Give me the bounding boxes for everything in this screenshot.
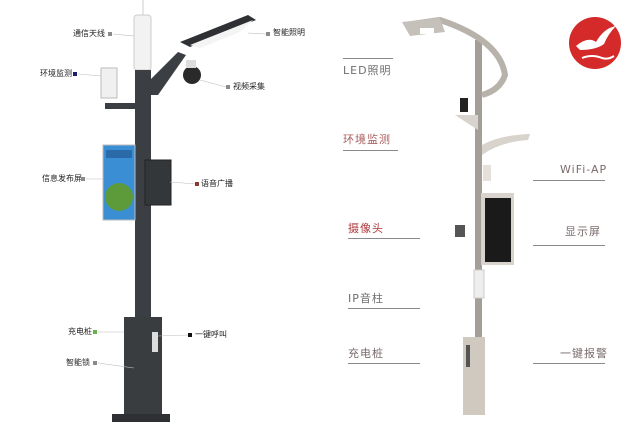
leader-line [533,180,605,181]
env-sensor [460,98,468,112]
label-environment: 环境监测 [40,69,72,78]
label-camera: 摄像头 [348,222,384,235]
label-one-key-alarm: 一键报警 [560,347,608,360]
led-lamp-arm [404,16,509,98]
label-broadcast: 语音广播 [201,179,233,188]
lamp-head [180,15,256,47]
label-marker [195,182,199,186]
label-marker [93,330,97,334]
small-lamp [482,134,530,155]
leader-line [343,150,398,151]
camera [455,225,465,237]
label-marker [93,361,97,365]
label-smart-lock: 智能锁 [66,358,90,367]
label-marker [266,32,270,36]
label-info-screen: 信息发布屏 [42,174,82,183]
leader-line [348,363,420,364]
pole-shaft [475,40,482,340]
label-video: 视频采集 [233,82,265,91]
label-charger: 充电桩 [68,327,92,336]
label-one-key-call: 一键呼叫 [195,330,227,339]
leader-line [533,363,605,364]
sensor-arm [105,103,137,109]
label-wifi-ap: WiFi-AP [560,163,608,176]
lamp-arm [150,52,186,95]
display-screen [485,198,511,262]
pole-shaft [135,70,151,320]
left-smart-pole [100,0,256,422]
speaker-box [144,159,172,206]
environment-sensor [100,67,118,99]
label-display: 显示屏 [565,225,601,238]
wifi-ap [483,165,491,181]
label-led-lighting: LED照明 [343,64,392,77]
label-marker [73,72,77,76]
leader-line [348,238,420,239]
label-environment-right: 环境监测 [343,133,391,146]
label-smart-lighting: 智能照明 [273,28,305,37]
right-smart-pole [402,16,530,415]
label-marker [108,32,112,36]
leader-line [348,308,420,309]
label-charger-right: 充电桩 [348,347,384,360]
label-marker [81,177,85,181]
camera-dome [183,66,201,84]
ip-speaker [473,269,485,299]
label-marker [226,85,230,89]
label-marker [188,333,192,337]
label-antenna: 通信天线 [73,29,105,38]
label-ip-speaker: IP音柱 [348,292,384,305]
seagull-logo-icon [569,17,621,69]
leader-line [343,58,393,59]
antenna [133,14,152,71]
leader-line [533,245,605,246]
